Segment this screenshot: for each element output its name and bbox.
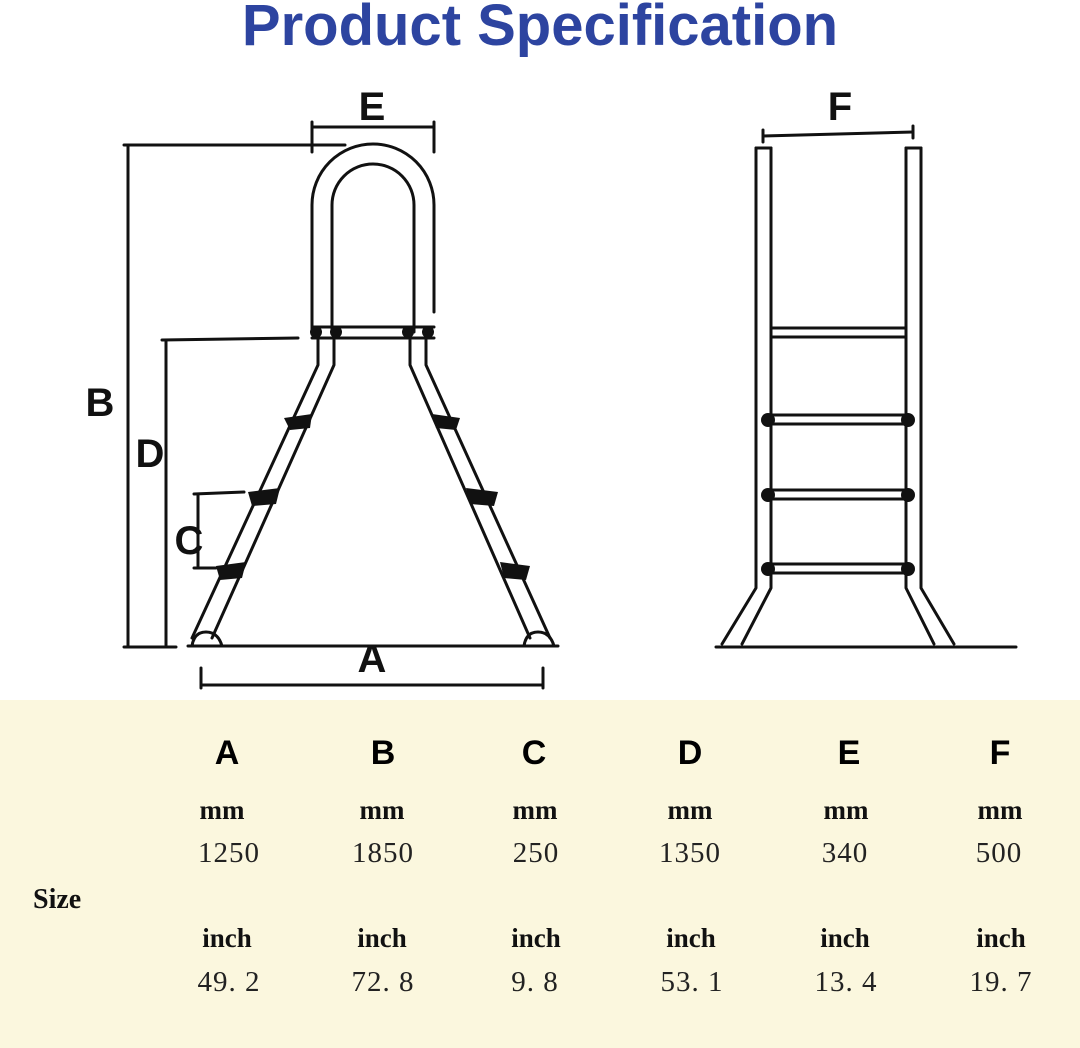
front-view-ladder [186, 142, 560, 648]
unit-mm-b: mm [359, 795, 405, 825]
value-mm-b: 1850 [352, 837, 414, 869]
col-header-d: D [677, 734, 703, 772]
page-title: Product Specification [241, 0, 839, 58]
dimension-label-d: D [136, 432, 165, 476]
unit-inch-e: inch [820, 923, 870, 953]
unit-inch-d: inch [666, 923, 716, 953]
dimension-label-c: C [175, 519, 204, 563]
value-inch-b: 72. 8 [351, 966, 415, 998]
value-mm-a: 1250 [198, 837, 260, 869]
value-inch-a: 49. 2 [197, 966, 261, 998]
col-header-c: C [521, 734, 547, 772]
unit-mm-d: mm [667, 795, 713, 825]
dimension-label-a: A [358, 637, 387, 681]
side-view-step-bolts [761, 413, 915, 576]
value-inch-e: 13. 4 [814, 966, 878, 998]
row-label-size: Size [33, 884, 82, 915]
value-inch-f: 19. 7 [969, 966, 1033, 998]
unit-inch-c: inch [511, 923, 561, 953]
value-inch-c: 9. 8 [511, 966, 559, 998]
value-mm-c: 250 [512, 837, 560, 869]
unit-mm-c: mm [512, 795, 558, 825]
value-mm-f: 500 [975, 837, 1023, 869]
unit-inch-f: inch [976, 923, 1026, 953]
dimension-label-e: E [359, 85, 386, 129]
ladder-diagram: E F B D C A [86, 85, 1018, 690]
col-header-f: F [989, 734, 1011, 772]
unit-mm-a: mm [199, 795, 245, 825]
value-inch-d: 53. 1 [660, 966, 724, 998]
side-view-dimension-line [761, 124, 915, 144]
dimension-label-f: F [828, 85, 852, 129]
col-header-a: A [214, 734, 240, 772]
value-mm-d: 1350 [659, 837, 721, 869]
unit-mm-e: mm [823, 795, 869, 825]
unit-mm-f: mm [977, 795, 1023, 825]
unit-inch-b: inch [357, 923, 407, 953]
value-mm-e: 340 [821, 837, 869, 869]
dimension-label-b: B [86, 381, 115, 425]
spec-table: Size A B C D E F mm mm mm mm mm mm 1250 … [0, 700, 1080, 1048]
front-view-step-brackets [216, 326, 530, 580]
front-view-dimension-lines [122, 120, 545, 690]
side-view-ladder [714, 146, 1018, 649]
col-header-b: B [370, 734, 396, 772]
unit-inch-a: inch [202, 923, 252, 953]
col-header-e: E [837, 734, 861, 772]
